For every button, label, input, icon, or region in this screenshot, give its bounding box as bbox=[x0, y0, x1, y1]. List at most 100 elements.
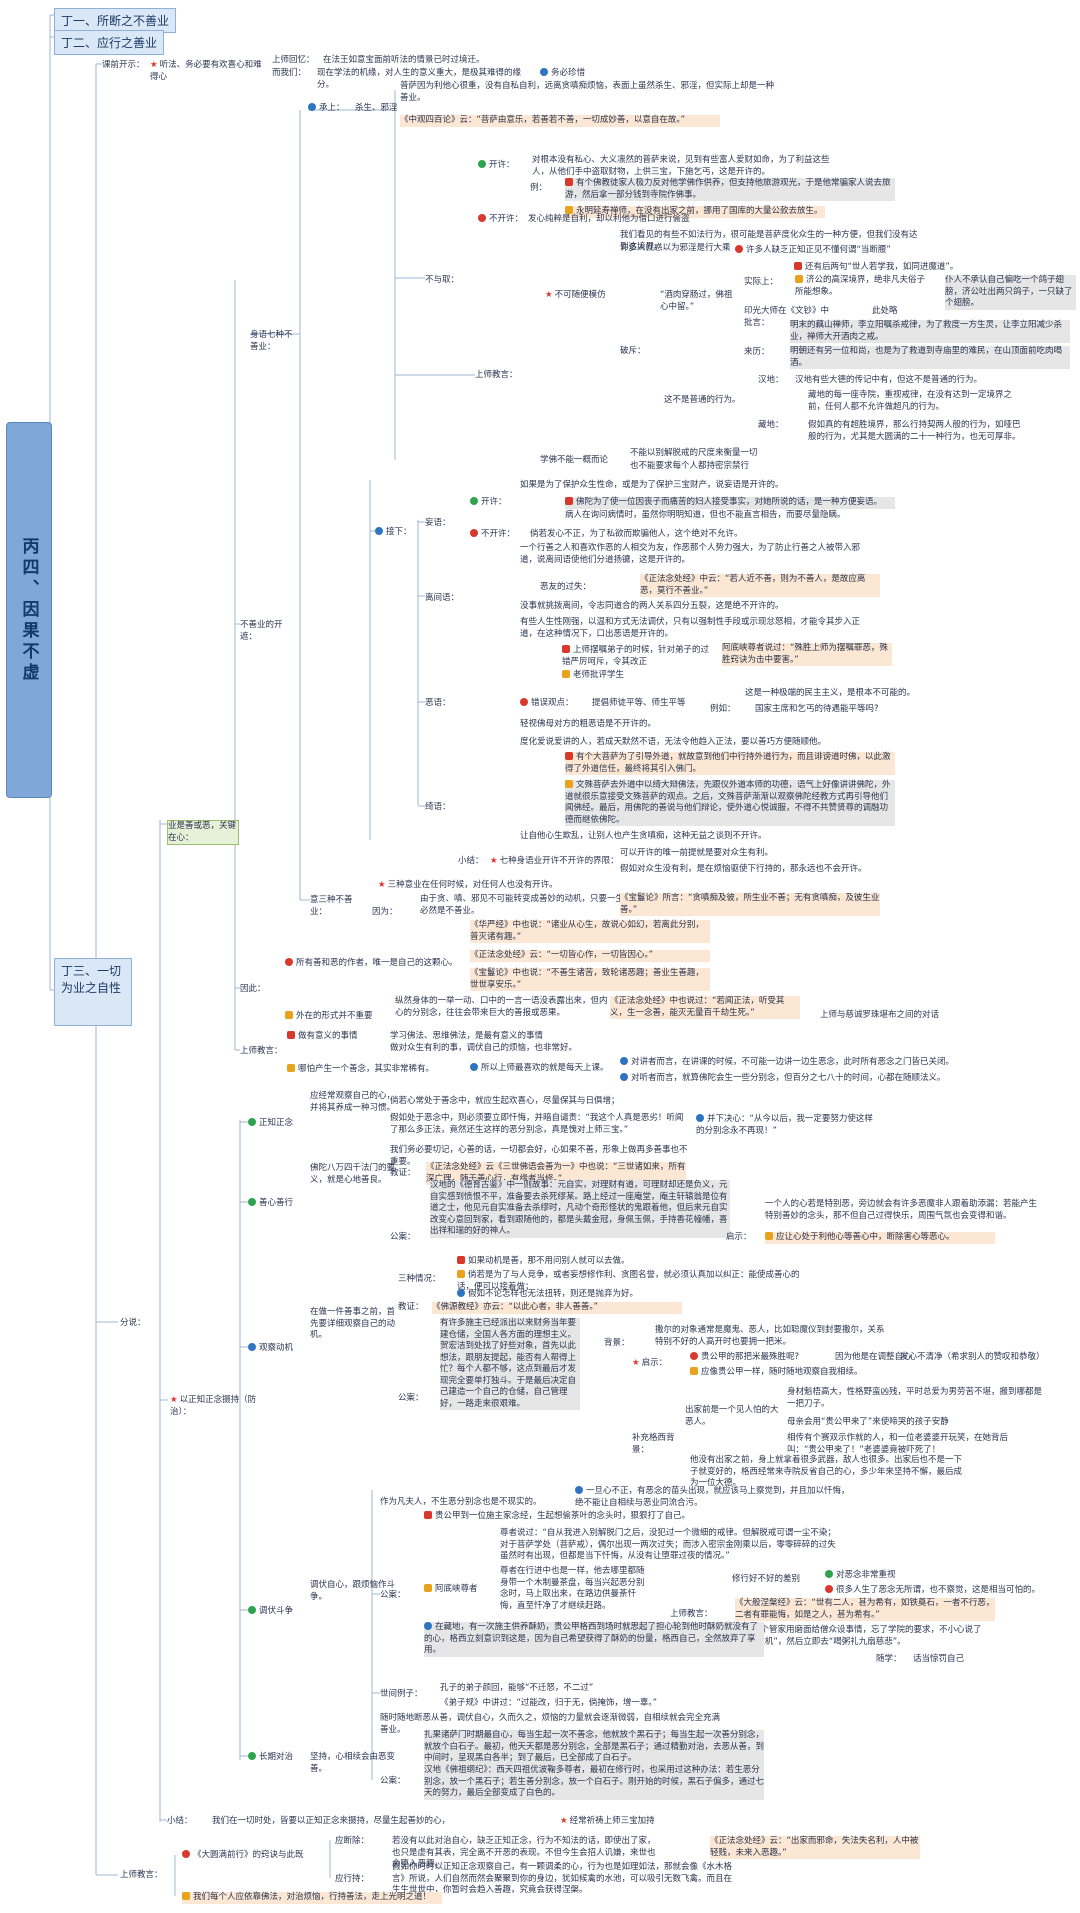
node-n146[interactable]: 尊者在行进中也是一样，他去哪里都随身带一个木制曼茶盘，每当兴起恶分别念时，马上取… bbox=[500, 1566, 650, 1612]
node-n119[interactable]: 如果动机是善，那不用问别人就可以去做。 bbox=[457, 1256, 657, 1268]
node-n10[interactable]: 杀生、邪淫 bbox=[355, 103, 405, 115]
node-n111[interactable]: 教证： bbox=[390, 1168, 422, 1180]
node-n37[interactable]: 汉地： bbox=[758, 375, 790, 387]
node-n139[interactable]: 补充格西背景： bbox=[632, 1433, 680, 1456]
node-n63[interactable]: 恶语： bbox=[425, 698, 465, 710]
node-n171[interactable]: 我们在一切时处，皆要以正知正念来摄持，尽量生起善妙的心， bbox=[212, 1816, 562, 1828]
node-n50[interactable]: 病人在询问病情时，虽然你明明知道，但也不能直言相告，而要尽量隐瞒。 bbox=[565, 510, 875, 522]
node-n20[interactable]: 不与取： bbox=[425, 275, 465, 287]
node-n18[interactable]: 不开许： bbox=[478, 214, 528, 226]
node-n13[interactable]: 开许： bbox=[478, 160, 518, 172]
node-n78[interactable]: 假如对众生没有利，是在烦恼驱使下行持的，那永远也不会开许。 bbox=[620, 864, 880, 876]
node-n39[interactable]: 藏地： bbox=[758, 420, 790, 432]
node-n29[interactable]: 印光大师在《文钞》中批言： bbox=[744, 306, 834, 329]
node-n157[interactable]: 调伏自心，跟烦恼作斗争。 bbox=[310, 1580, 400, 1603]
node-n132[interactable]: 因为他是在调整自心 bbox=[835, 1352, 925, 1364]
node-n74[interactable]: 让自他心生欺乱，让别人也产生贪嗔痴，这种无益之谈则不开许。 bbox=[520, 831, 850, 843]
node-n160[interactable]: 世间例子： bbox=[380, 1689, 430, 1701]
node-n8[interactable]: 普萨因为利他心很重，没有自私自利，远离贪嗔痴烦恼，表面上虽然杀生、邪淫，但实际上… bbox=[400, 81, 780, 104]
node-n100[interactable]: 对讲者而言，在讲课的时候，不可能一边讲一边生恶念，此时所有恶念之门皆已关闭。 bbox=[620, 1057, 980, 1069]
node-n94[interactable]: 上师教言： bbox=[240, 1046, 290, 1058]
node-n176[interactable]: 假如你时时以正知正念观察自己，有一颗调柔的心，行为也是如理如法，那就会像《水木格… bbox=[392, 1862, 732, 1897]
node-n117[interactable]: 应让心处于利他心等善心中，断除害心等恶心。 bbox=[765, 1232, 995, 1244]
node-n4[interactable]: 在法王如意宝面前听法的情景已时过境迁。 bbox=[323, 55, 543, 67]
node-n142[interactable]: 一旦心不正，有恶念的苗头出现，就应该马上察觉到，并且加以忏悔，绝不能让自相续与恶… bbox=[575, 1486, 855, 1509]
node-n152[interactable]: 学院有个管家用磨面给僧众设事情，忘了学院的要求，不小心说了个“他拉机”，然后立即… bbox=[735, 1625, 995, 1648]
node-n24[interactable]: 还有后两句“世人若学我，如同进魔道”。 bbox=[794, 262, 974, 274]
node-n103[interactable]: 正知正念 bbox=[248, 1118, 308, 1130]
node-n31[interactable]: 破斥： bbox=[620, 346, 650, 358]
node-n1[interactable]: 课前开示： bbox=[102, 60, 162, 72]
node-n17[interactable]: 永明延寿禅师，在没有出家之前，挪用了国库的大量公款去放生。 bbox=[565, 206, 825, 218]
node-n113[interactable]: 汉地的《德育古鉴》中一则故事：元自实，对理财有道，可理财却还是负义，元自实感到愤… bbox=[430, 1180, 730, 1238]
node-n33[interactable]: 来历： bbox=[744, 347, 776, 359]
node-n179[interactable]: 我们每个人应依靠佛法，对治烦恼，行持善法，走上光明之道！ bbox=[182, 1892, 442, 1904]
node-n126[interactable]: 有许多施主已经派出以来财务当年要建仓储，全国人各方面的理想主义。贺宏洁到处找了好… bbox=[440, 1318, 580, 1410]
node-n22[interactable]: 许多人就惑以为邪淫是行大乘 bbox=[620, 243, 800, 255]
node-n75[interactable]: 小结： bbox=[458, 856, 490, 868]
node-n169[interactable]: 分说： bbox=[120, 1318, 160, 1330]
node-n30[interactable]: 此处略 bbox=[872, 306, 922, 318]
node-n62[interactable]: 老师批评学生 bbox=[562, 670, 682, 682]
node-n87[interactable]: 《正法念处经》云：“一切皆心作，一切皆因心。” bbox=[470, 950, 710, 962]
node-n120[interactable]: 倘若是为了与人竞争，或者妄想修作利、贪图名誉，就必须认真加以纠正：能使成善心的话… bbox=[457, 1270, 807, 1293]
node-n134[interactable]: 应像贵公甲一样，随时随地观察自我相续。 bbox=[690, 1367, 900, 1379]
node-n107[interactable]: 并下决心：“从今以后，我一定要努力使这样的分别念永不再现！” bbox=[696, 1114, 876, 1137]
node-n76[interactable]: ★七种身语业开许不开许的界限： bbox=[490, 856, 660, 868]
node-n72[interactable]: 文殊菩萨去外道中以绮大辩佛法，先跟仪外道本师的功德，语气上好像讲讲佛陀，外道就很… bbox=[565, 780, 895, 826]
node-n51[interactable]: 妄语： bbox=[425, 518, 465, 530]
node-n47[interactable]: 如果是为了保护众生性命，或是为了保护三宝财产，说妄语是开许的。 bbox=[520, 480, 800, 492]
node-n60[interactable]: 上师摆嘱弟子的时候，针对弟子的过错严厉呵斥，令其改正 bbox=[562, 645, 712, 668]
branch-ding-3[interactable]: 丁三、一切为业之自性 bbox=[54, 958, 132, 1026]
node-n82[interactable]: 因为： bbox=[372, 907, 412, 919]
node-n16[interactable]: 有个佛教徒家人极力反对他学佛作供养，但支持他旅游观光，于是他常骗家人说去旅游，然… bbox=[565, 178, 895, 201]
node-n101[interactable]: 对听者而言，就算佛陀会生一些分别念，但百分之七八十的时间，心都在随顺法义。 bbox=[620, 1073, 980, 1085]
node-n130[interactable]: ★启示： bbox=[632, 1358, 682, 1370]
node-n149[interactable]: 很多人生了恶念无所谓，也不察觉，这是相当可怕的。 bbox=[825, 1585, 1075, 1597]
node-n151[interactable]: 上师教言： bbox=[670, 1609, 720, 1621]
node-n116[interactable]: 一个人的心若是特别恶，旁边就会有许多恶魔非人跟着助添漏：若能产生特别善妙的念头，… bbox=[765, 1199, 1045, 1222]
node-n118[interactable]: 三种情况： bbox=[398, 1274, 448, 1286]
node-n2[interactable]: ★听法、务必要有欢喜心和难得心 bbox=[150, 60, 265, 83]
node-n27[interactable]: 仆人不承认自己偏吃一个鸽子翅膀，济公吐出两只鸽子，一只缺了个翅膀。 bbox=[945, 275, 1076, 310]
node-n168[interactable]: ★以正知正念摄持（防治）： bbox=[170, 1395, 260, 1418]
node-n23[interactable]: 许多人缺乏正知正见不懂何谓“当断腰” bbox=[735, 245, 895, 257]
node-n79[interactable]: ★三种意业在任何时候，对任何人也没有开许。 bbox=[378, 880, 628, 892]
node-n12[interactable]: 身语七种不善业： bbox=[250, 330, 298, 353]
node-n129[interactable]: 撒尔的对象通常是魔鬼、恶人，比如聪魔仪到封要撒尔，关系特别不好的人高开时也要拥一… bbox=[655, 1325, 885, 1348]
node-n110[interactable]: 我们务必要切记，心善的话，一切都会好，心如果不善，形象上做再多善事也不重要。 bbox=[390, 1145, 690, 1168]
node-n104[interactable]: 应经常观察自己的心，并将其养成一种习惯。 bbox=[310, 1091, 400, 1114]
node-n154[interactable]: 话当惊罚自己 bbox=[913, 1654, 1013, 1666]
node-n137[interactable]: 母亲会用“贵公甲来了”来使啼哭的孩子安静 bbox=[787, 1417, 1017, 1429]
node-n175[interactable]: 应断除： bbox=[335, 1836, 383, 1848]
node-n44[interactable]: 不能以别解脱戒的尺度来衡量一切 bbox=[630, 448, 800, 460]
node-n34[interactable]: 明朝还有另一位和尚，也是为了救道到寺庙里的难民，在山顶面前吃肉喝酒。 bbox=[790, 346, 1070, 369]
node-n165[interactable]: 汉地《佛祖纲纪》：西天四祖优波鞠多尊者，最初在修行时，也采用过这种办法：若生恶分… bbox=[424, 1765, 764, 1800]
node-n85[interactable]: 《华严经》中也说：“诸业从心生，故说心如幻，若离此分别，普灭诸有趣。” bbox=[470, 920, 710, 943]
node-n133[interactable]: 发心不清净（希求别人的赞叹和恭敬） bbox=[900, 1352, 1076, 1364]
node-n3[interactable]: 上师回忆： bbox=[272, 55, 322, 67]
node-n150[interactable]: 《大般涅槃经》云：“世有二人，甚为希有，如铁奠石，一者不行恶，二者有罪能悔，如是… bbox=[735, 1598, 995, 1621]
node-n153[interactable]: 随学： bbox=[876, 1654, 906, 1666]
node-n81[interactable]: 由于贪、嗔、邪见不可能转变成善妙的动机，只要一生起，就必然是不善业。 bbox=[420, 894, 650, 917]
node-n40[interactable]: 藏地的每一座寺院，重视戒律，在没有达到一定境界之前，任何人都不允许做超凡的行为。 bbox=[808, 390, 1018, 413]
node-n77[interactable]: 可以开许的唯一前提就是要对众生有利。 bbox=[620, 848, 820, 860]
node-n180[interactable]: 上师教言： bbox=[120, 1870, 168, 1882]
node-n52[interactable]: 不开许： bbox=[470, 529, 520, 541]
node-n164[interactable]: 公案： bbox=[380, 1776, 412, 1788]
node-n158[interactable]: 孔子的弟子颜回，能够“不迁怒，不二过” bbox=[440, 1683, 640, 1695]
node-n70[interactable]: 度化爱说爱讲的人，若成天默然不语，无法令他趋入正法，要以善巧方便随顺他。 bbox=[520, 737, 860, 749]
node-n53[interactable]: 倘若发心不正，为了私欲而欺骗他人，这个绝对不允许。 bbox=[530, 529, 810, 541]
node-n84[interactable]: 不善业的开遮： bbox=[240, 620, 290, 643]
node-n5[interactable]: 而我们： bbox=[272, 68, 312, 80]
node-n48[interactable]: 开许： bbox=[470, 497, 510, 509]
node-n59[interactable]: 有些人生性刚强，以温和方式无法调伏，只有以强制性手段或示现忿怒相，才能令其步入正… bbox=[520, 617, 870, 640]
node-n19[interactable]: 发心纯粹是自利，却以利他为借口进行偷盗 bbox=[528, 214, 728, 226]
node-n61[interactable]: 阿底峡尊者说过：“殊胜上师为摆嘱罪恶，殊胜窍诀为击中要害。” bbox=[722, 643, 892, 666]
node-n28[interactable]: “酒肉穿肠过，佛祖心中留。” bbox=[660, 290, 740, 313]
node-n141[interactable]: 作为凡夫人，不生恶分别念也是不现实的。 bbox=[380, 1497, 590, 1509]
node-n41[interactable]: 假如真的有超胜境界，那么行持契两人般的行为，如哑巴般的行为，尤其是大圆满的二十一… bbox=[808, 420, 1028, 443]
node-n91[interactable]: 纵然身体的一举一动、口中的一言一语没表露出来，但内心的分别念，往往会带来巨大的善… bbox=[395, 996, 615, 1019]
node-n45[interactable]: 也不能要求每个人都持密宗禁行 bbox=[630, 461, 800, 473]
node-n159[interactable]: 《弟子规》中讲过：“过能改，归于无，倘掩饰，增一辜。” bbox=[440, 1698, 660, 1710]
